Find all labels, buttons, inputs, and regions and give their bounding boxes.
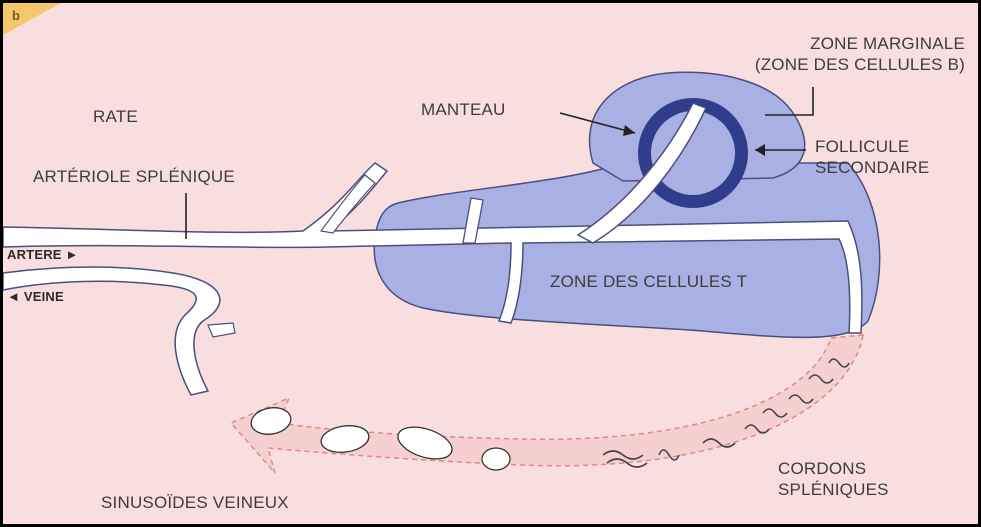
label-zone-cellules-t: ZONE DES CELLULES T [550, 271, 747, 292]
arteriole-upper-branch [321, 175, 375, 233]
veine-branch [208, 323, 235, 337]
label-zone-marginale: ZONE MARGINALE (ZONE DES CELLULES B) [729, 33, 965, 76]
label-rate: RATE [93, 106, 138, 127]
label-follicule-line1: FOLLICULE [815, 136, 929, 157]
label-arteriole-splenique: ARTÉRIOLE SPLÉNIQUE [33, 166, 235, 187]
zone-cellules-t-region [374, 163, 879, 337]
label-manteau: MANTEAU [421, 99, 506, 120]
sinusoid-blob [482, 448, 510, 470]
label-cordons-line1: CORDONS [778, 458, 889, 479]
veine-vessel [3, 267, 220, 395]
label-artere: ARTERE ► [7, 247, 79, 263]
label-follicule-secondaire: FOLLICULE SECONDAIRE [815, 136, 929, 179]
label-veine: ◄ VEINE [7, 289, 64, 305]
label-zone-marginale-line2: (ZONE DES CELLULES B) [729, 54, 965, 75]
panel-letter: b [12, 8, 20, 23]
circulation-arrow [231, 335, 863, 473]
label-follicule-line2: SECONDAIRE [815, 157, 929, 178]
label-cordons-line2: SPLÉNIQUES [778, 479, 889, 500]
spleen-diagram-svg: b [3, 3, 978, 524]
label-zone-marginale-line1: ZONE MARGINALE [729, 33, 965, 54]
label-sinusoides-veineux: SINUSOÏDES VEINEUX [101, 492, 289, 513]
label-cordons-spleniques: CORDONS SPLÉNIQUES [778, 458, 889, 501]
